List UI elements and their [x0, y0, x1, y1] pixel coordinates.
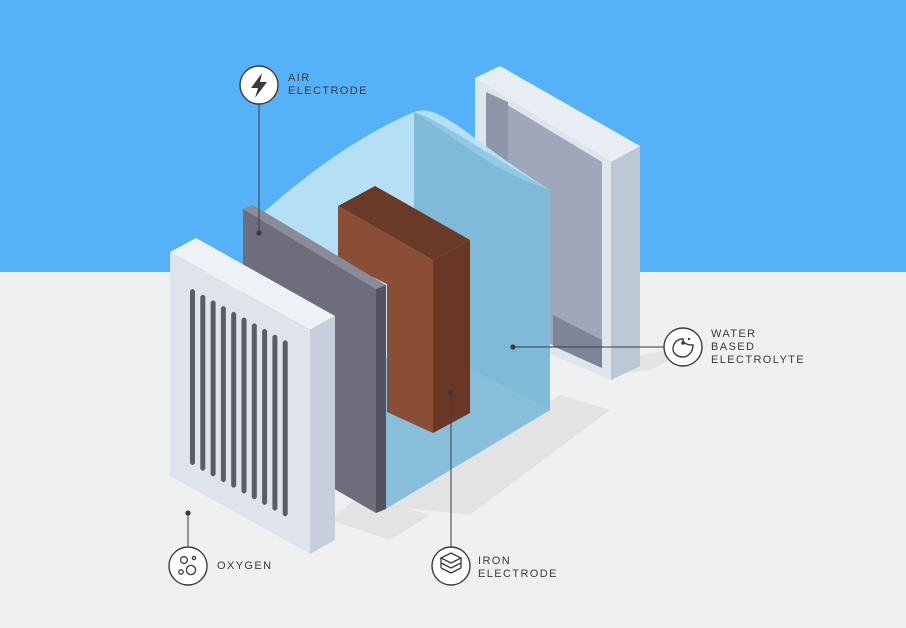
grille-slot [282, 340, 288, 517]
air-electrode-label-line1: AIR [288, 72, 311, 84]
iron-electrode-label-line2: ELECTRODE [478, 568, 558, 580]
iron-electrode-block [338, 186, 470, 433]
grille-slot [231, 311, 237, 488]
bubbles-icon [168, 546, 208, 586]
oxygen-label: OXYGEN [217, 560, 272, 573]
air-electrode-label: AIR ELECTRODE [288, 72, 368, 98]
electrolyte-label-line1: WATER [711, 328, 757, 340]
grille-slot [272, 334, 278, 511]
oxygen-label-line1: OXYGEN [217, 560, 273, 572]
grille-slot [190, 289, 195, 465]
leader-dots [185, 230, 516, 516]
grille-slots [190, 289, 288, 517]
grille-slot [220, 306, 226, 483]
leader-lines [187, 104, 664, 548]
electrolyte-label-line3: ELECTROLYTE [711, 354, 806, 366]
electrolyte-label-line2: BASED [711, 341, 756, 353]
electrolyte-label: WATER BASED ELECTROLYTE [711, 328, 805, 367]
grille-slot [241, 317, 247, 494]
lightning-bolt-icon [239, 65, 279, 105]
grille-slot [200, 294, 206, 471]
grille-slot [251, 323, 257, 500]
iron-electrode-label: IRON ELECTRODE [478, 555, 558, 581]
grille-slot [262, 328, 268, 505]
water-drop-icon [663, 327, 703, 367]
iron-electrode-label-line1: IRON [478, 555, 512, 567]
air-electrode-label-line2: ELECTRODE [288, 85, 368, 97]
grille-slot [210, 300, 216, 477]
stacked-layers-icon [431, 546, 471, 586]
